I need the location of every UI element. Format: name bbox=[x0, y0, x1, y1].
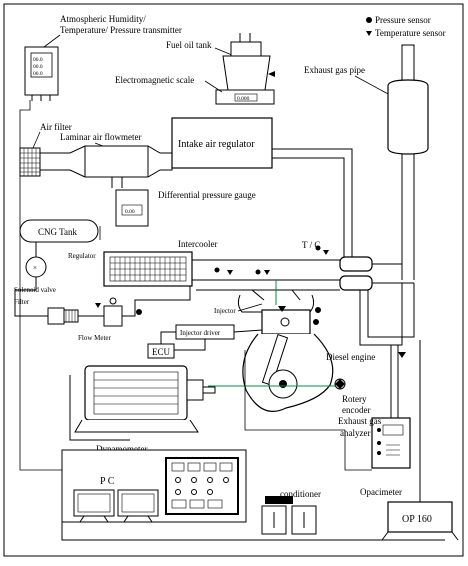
flow-meter bbox=[103, 305, 123, 327]
humidity-label-1: Atmospheric Humidity/ bbox=[60, 14, 146, 24]
intake-air-regulator: Intake air regulator bbox=[171, 117, 353, 262]
injector-label: Injector bbox=[214, 307, 236, 315]
svg-text:00.0: 00.0 bbox=[33, 57, 43, 63]
pc-label: P C bbox=[100, 476, 115, 487]
analyzer-label-1: Exhaust gas bbox=[338, 416, 382, 426]
air-intake-train: Air filter Laminar air flowmeter bbox=[19, 122, 173, 188]
flow-meter-label: Flow Meter bbox=[78, 334, 112, 342]
legend: Pressure sensor Temperature sensor bbox=[366, 15, 446, 38]
svg-text:×: × bbox=[33, 264, 37, 272]
diff-gauge-label: Differential pressure gauge bbox=[158, 190, 256, 200]
pressure-sensor-icon bbox=[366, 17, 372, 23]
injector-ecu: Injector Injector driver ECU bbox=[147, 303, 263, 359]
filter-label: Filter bbox=[14, 298, 30, 306]
laminar-flowmeter bbox=[39, 145, 173, 178]
tc-label: T / C bbox=[302, 240, 320, 250]
svg-text:00.0: 00.0 bbox=[33, 71, 43, 77]
gauge-display: 0.00 bbox=[125, 209, 135, 215]
svg-text:00.0: 00.0 bbox=[33, 64, 43, 70]
exhaust-gas-analyzer: Exhaust gas analyzer bbox=[338, 345, 411, 469]
analyzer-label-2: analyzer bbox=[340, 428, 370, 438]
humidity-label-2: Temperature/ Pressure transmitter bbox=[60, 25, 182, 35]
laminar-label: Laminar air flowmeter bbox=[60, 132, 141, 142]
solenoid-label: Solenoid valve bbox=[14, 286, 56, 294]
intercooler: Intercooler bbox=[103, 239, 340, 291]
legend-pressure-label: Pressure sensor bbox=[375, 15, 431, 25]
temperature-sensor-icon bbox=[366, 31, 372, 36]
dyno-label-1: Dynamometer bbox=[96, 444, 147, 454]
exhaust-gas-pipe: Exhaust gas pipe bbox=[304, 44, 429, 280]
humidity-transmitter: Atmospheric Humidity/ Temperature/ Press… bbox=[24, 14, 182, 101]
opacimeter-label: Opacimeter bbox=[360, 487, 402, 497]
muffler bbox=[387, 79, 429, 155]
conditioner-label: conditioner bbox=[280, 489, 321, 499]
turbocharger: T / C bbox=[214, 240, 415, 358]
fuel-oil-tank: Fuel oil tank 0.000 Electromagnetic scal… bbox=[115, 33, 275, 105]
exhaust-pipe-label: Exhaust gas pipe bbox=[304, 65, 365, 75]
differential-pressure-gauge: 0.00 Differential pressure gauge bbox=[115, 189, 256, 227]
air-filter-label: Air filter bbox=[40, 122, 72, 132]
opacimeter: Opacimeter OP 160 bbox=[360, 340, 459, 541]
solenoid-valve bbox=[47, 307, 65, 325]
op160-label: OP 160 bbox=[402, 514, 432, 525]
conditioner: conditioner bbox=[261, 489, 321, 535]
intake-label: Intake air regulator bbox=[178, 139, 255, 150]
cng-system: CNG Tank × Regulator Solenoid valve Filt… bbox=[14, 219, 191, 342]
humidity-transmitter-box bbox=[24, 46, 59, 96]
dynamometer bbox=[69, 365, 216, 441]
ecu-label: ECU bbox=[152, 347, 171, 357]
fuel-tank-label: Fuel oil tank bbox=[166, 40, 212, 50]
regulator-label: Regulator bbox=[68, 252, 96, 260]
rotery-label-1: Rotery bbox=[342, 394, 367, 404]
signal-lines bbox=[19, 100, 372, 471]
scale-label: Electromagnetic scale bbox=[115, 75, 194, 85]
cng-tank-label: CNG Tank bbox=[38, 227, 77, 237]
legend-temperature-label: Temperature sensor bbox=[375, 28, 446, 38]
diesel-label: Diesel engine bbox=[326, 352, 375, 362]
scale-display: 0.000 bbox=[237, 96, 250, 102]
outer-frame bbox=[3, 3, 464, 557]
injector-driver-label: Injector driver bbox=[180, 329, 221, 337]
fuel-tank-body bbox=[222, 55, 271, 91]
rotery-label-2: encoder bbox=[342, 405, 370, 415]
diesel-engine: Diesel engine Rotery encoder bbox=[208, 280, 375, 415]
fuel-temp-sensor-icon bbox=[268, 71, 275, 77]
dyno-controller: Dynamometer controller P C bbox=[61, 444, 445, 541]
intercooler-label: Intercooler bbox=[178, 239, 217, 249]
